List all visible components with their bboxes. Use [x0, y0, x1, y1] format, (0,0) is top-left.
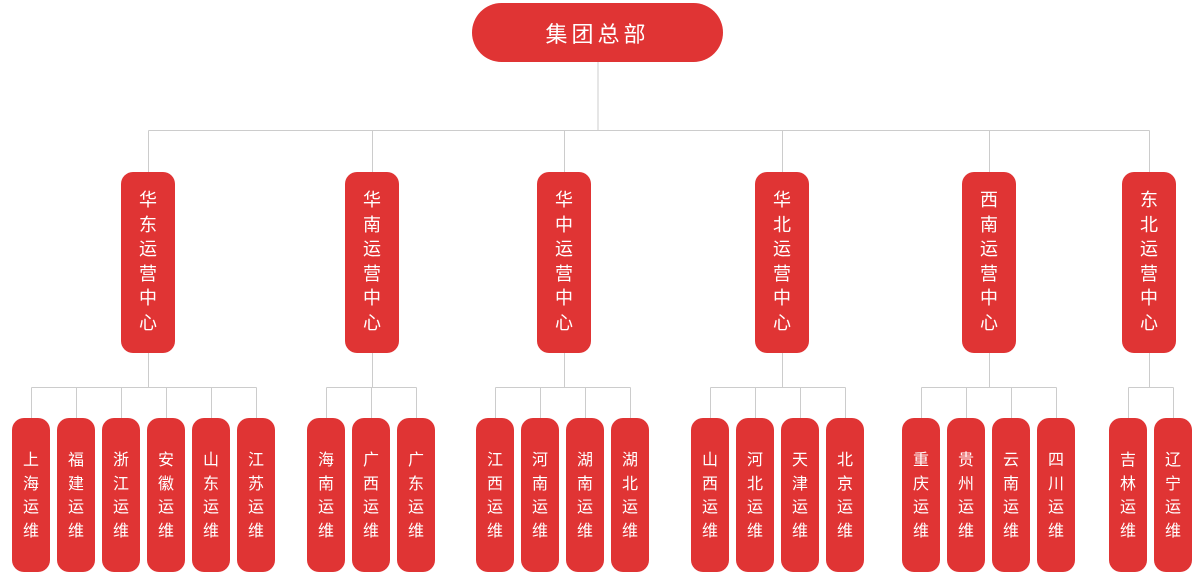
leaf-node-label: 海南运维 — [317, 450, 334, 540]
center-node-south-china[interactable]: 华南运营中心 — [345, 172, 399, 353]
leaf-node-label: 河北运维 — [746, 450, 763, 540]
leaf-node-label: 安徽运维 — [157, 450, 174, 540]
leaf-node-label: 贵州运维 — [957, 450, 974, 540]
leaf-node-shandong[interactable]: 山东运维 — [192, 418, 230, 572]
leaf-node-anhui[interactable]: 安徽运维 — [147, 418, 185, 572]
leaf-node-label: 山东运维 — [202, 450, 219, 540]
leaf-node-label: 广东运维 — [407, 450, 424, 540]
leaf-node-shanghai[interactable]: 上海运维 — [12, 418, 50, 572]
leaf-node-label: 北京运维 — [836, 450, 853, 540]
leaf-node-label: 江西运维 — [486, 450, 503, 540]
leaf-node-jiangxi[interactable]: 江西运维 — [476, 418, 514, 572]
leaf-node-label: 福建运维 — [67, 450, 84, 540]
leaf-node-label: 湖北运维 — [621, 450, 638, 540]
center-node-north-china[interactable]: 华北运营中心 — [755, 172, 809, 353]
leaf-node-label: 广西运维 — [362, 450, 379, 540]
leaf-node-beijing[interactable]: 北京运维 — [826, 418, 864, 572]
center-node-label: 西南运营中心 — [979, 190, 998, 334]
leaf-node-label: 四川运维 — [1047, 450, 1064, 540]
root-node-headquarters[interactable]: 集团总部 — [472, 3, 723, 62]
leaf-node-label: 天津运维 — [791, 450, 808, 540]
center-node-label: 华北运营中心 — [772, 190, 791, 334]
leaf-node-shanxi[interactable]: 山西运维 — [691, 418, 729, 572]
center-node-east-china[interactable]: 华东运营中心 — [121, 172, 175, 353]
leaf-node-label: 辽宁运维 — [1164, 450, 1181, 540]
center-node-label: 华南运营中心 — [362, 190, 381, 334]
leaf-node-liaoning[interactable]: 辽宁运维 — [1154, 418, 1192, 572]
leaf-node-label: 上海运维 — [22, 450, 39, 540]
root-node-label: 集团总部 — [545, 22, 650, 48]
leaf-node-hubei[interactable]: 湖北运维 — [611, 418, 649, 572]
leaf-node-label: 浙江运维 — [112, 450, 129, 540]
leaf-node-label: 吉林运维 — [1119, 450, 1136, 540]
leaf-node-yunnan[interactable]: 云南运维 — [992, 418, 1030, 572]
leaf-node-hunan[interactable]: 湖南运维 — [566, 418, 604, 572]
leaf-node-guizhou[interactable]: 贵州运维 — [947, 418, 985, 572]
leaf-node-tianjin[interactable]: 天津运维 — [781, 418, 819, 572]
center-node-northeast[interactable]: 东北运营中心 — [1122, 172, 1176, 353]
leaf-node-jilin[interactable]: 吉林运维 — [1109, 418, 1147, 572]
center-node-central-china[interactable]: 华中运营中心 — [537, 172, 591, 353]
center-node-southwest[interactable]: 西南运营中心 — [962, 172, 1016, 353]
leaf-node-hainan[interactable]: 海南运维 — [307, 418, 345, 572]
leaf-node-guangdong[interactable]: 广东运维 — [397, 418, 435, 572]
leaf-node-label: 江苏运维 — [247, 450, 264, 540]
center-node-label: 东北运营中心 — [1139, 190, 1158, 334]
leaf-node-label: 云南运维 — [1002, 450, 1019, 540]
leaf-node-fujian[interactable]: 福建运维 — [57, 418, 95, 572]
leaf-node-jiangsu[interactable]: 江苏运维 — [237, 418, 275, 572]
leaf-node-label: 湖南运维 — [576, 450, 593, 540]
leaf-node-zhejiang[interactable]: 浙江运维 — [102, 418, 140, 572]
leaf-node-label: 河南运维 — [531, 450, 548, 540]
leaf-node-label: 重庆运维 — [912, 450, 929, 540]
leaf-node-hebei[interactable]: 河北运维 — [736, 418, 774, 572]
leaf-node-chongqing[interactable]: 重庆运维 — [902, 418, 940, 572]
leaf-node-sichuan[interactable]: 四川运维 — [1037, 418, 1075, 572]
leaf-node-guangxi[interactable]: 广西运维 — [352, 418, 390, 572]
leaf-node-henan[interactable]: 河南运维 — [521, 418, 559, 572]
center-node-label: 华东运营中心 — [138, 190, 157, 334]
center-node-label: 华中运营中心 — [554, 190, 573, 334]
leaf-node-label: 山西运维 — [701, 450, 718, 540]
